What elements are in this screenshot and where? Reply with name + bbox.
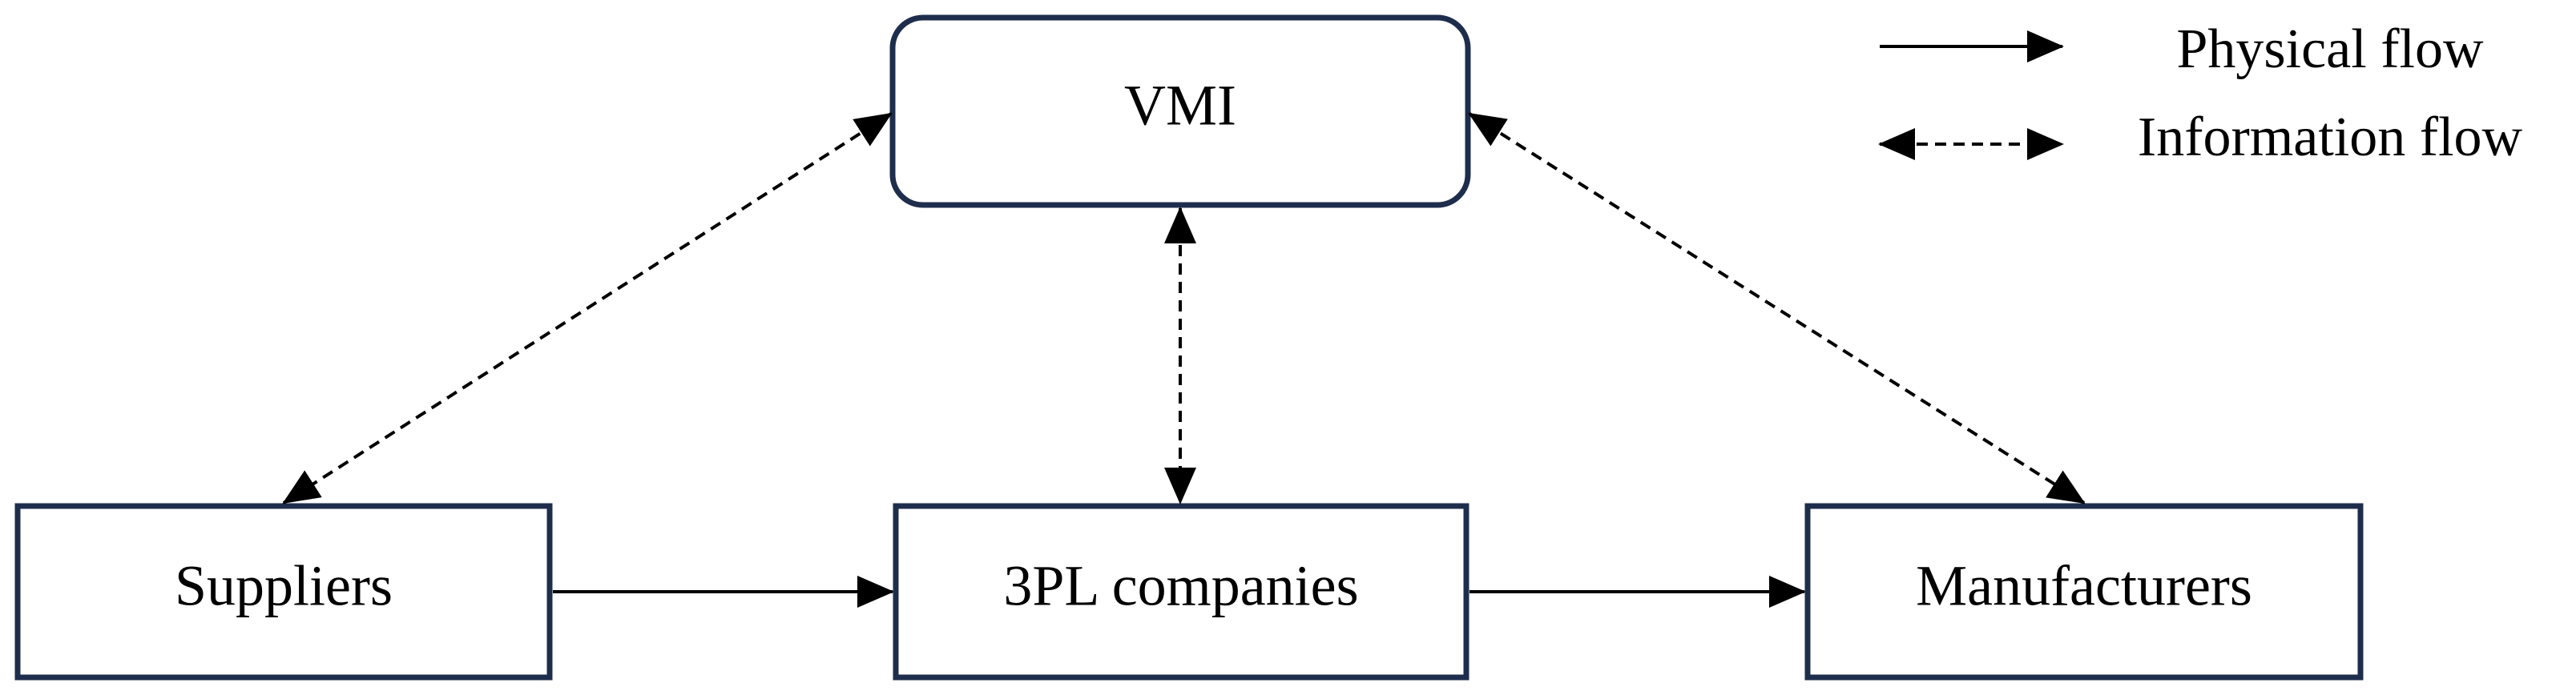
- node-suppliers-label: Suppliers: [175, 554, 393, 618]
- node-manufacturers: Manufacturers: [1804, 503, 2364, 681]
- node-manufacturers-label: Manufacturers: [1916, 554, 2252, 618]
- legend: Physical flow Information flow: [1878, 18, 2523, 168]
- node-manufacturers-box: [1804, 503, 2364, 681]
- legend-physical-flow-label: Physical flow: [2176, 18, 2483, 80]
- legend-information-flow-label: Information flow: [2138, 106, 2523, 168]
- node-vmi-label: VMI: [1124, 74, 1236, 138]
- node-3pl-companies-box: [893, 503, 1469, 681]
- node-vmi: VMI: [889, 14, 1471, 208]
- information-flow-arrow-vmi-suppliers: [282, 112, 893, 504]
- information-flow-arrow-vmi-manufacturers: [1468, 112, 2086, 504]
- node-suppliers: Suppliers: [14, 503, 553, 681]
- node-suppliers-box: [14, 503, 553, 681]
- node-vmi-box: [889, 14, 1471, 208]
- node-3pl-companies-label: 3PL companies: [1003, 554, 1358, 618]
- node-3pl-companies: 3PL companies: [893, 503, 1469, 681]
